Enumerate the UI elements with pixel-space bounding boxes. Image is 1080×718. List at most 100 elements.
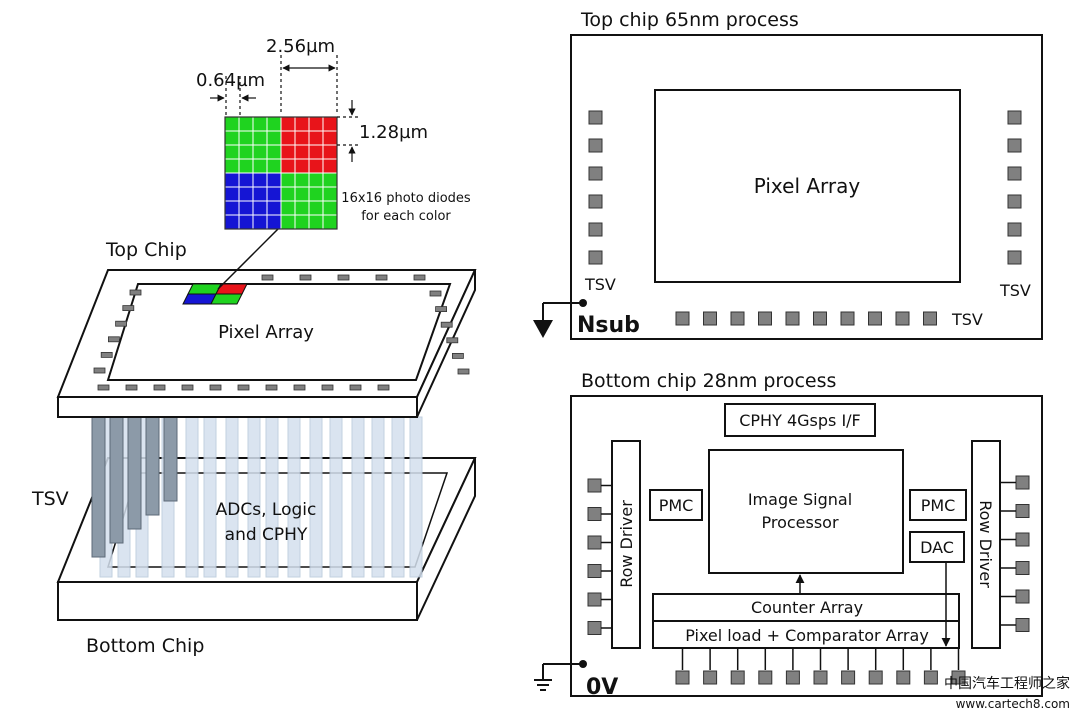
photodiode-green-br [280, 186, 296, 202]
cphy-label: CPHY 4Gsps I/F [739, 411, 861, 430]
io-pad [587, 507, 602, 521]
photodiode-green-tl [252, 130, 268, 146]
slab-pad [115, 320, 127, 327]
io-pad [1015, 589, 1030, 604]
isp-block [708, 449, 904, 574]
tsv-pad [1007, 110, 1022, 125]
top-chip-pads [93, 274, 470, 391]
dimension-2.56um: 2.56µm [266, 36, 335, 57]
tsv-pad [1007, 166, 1022, 181]
photodiode-red [308, 130, 324, 146]
slab-pad [299, 274, 312, 281]
counter-array-label: Counter Array [751, 598, 863, 617]
photodiode-red [322, 144, 338, 160]
dimension-lines [210, 55, 360, 162]
slab-pad [413, 274, 426, 281]
pixel-color-quad [182, 283, 248, 305]
photodiode-red [280, 158, 296, 174]
slab-pad [181, 384, 194, 391]
photodiode-blue [252, 200, 268, 216]
photodiode-note-line1: 16x16 photo diodes [341, 191, 471, 206]
slab-pad [100, 351, 113, 358]
tsv-pad [868, 311, 882, 326]
tsv-pillar [409, 416, 423, 578]
slab-pad [93, 367, 106, 374]
tsv-pad [1007, 222, 1022, 237]
top-tsv-bottom-label: TSV [951, 310, 983, 329]
tsv-pad [588, 138, 603, 153]
slab-pad [237, 384, 250, 391]
io-pad [675, 670, 690, 685]
io-pad [587, 592, 602, 607]
bottom-chip-function-line2: and CPHY [225, 525, 308, 545]
nsub-ground-symbol [533, 299, 587, 338]
zoom-connector-line [217, 225, 282, 290]
tsv-pad [588, 110, 603, 125]
photodiode-red [308, 116, 324, 132]
photodiode-grid-border [224, 116, 338, 230]
io-pad [1015, 618, 1030, 632]
slab-pad [261, 274, 274, 281]
bottom-chip-label: Bottom Chip [86, 635, 204, 657]
photodiode-green-br [308, 214, 324, 230]
row-driver-left-block [611, 440, 641, 649]
tsv-pillar [391, 416, 405, 578]
io-pad [785, 670, 800, 685]
tsv-pillar [225, 416, 239, 578]
stack-3d-view: ADCs, Logic and CPHY Pixel Array Top Chi… [31, 225, 477, 657]
io-pad [813, 670, 828, 685]
photodiode-green-br [294, 200, 310, 216]
top-chip-label: Top Chip [105, 239, 187, 261]
photodiode-green-br [308, 186, 324, 202]
photodiode-green-br [294, 172, 310, 188]
tsv-pad [1007, 138, 1022, 153]
slab-pad [375, 274, 388, 281]
slab-pad [122, 305, 135, 312]
tsv-pad [923, 311, 937, 326]
slab-pad [125, 384, 138, 391]
quad-blue [182, 293, 217, 305]
top-chip-title: Top chip 65nm process [580, 9, 799, 31]
tsv-pillar [247, 416, 261, 578]
slab-pad [321, 384, 334, 391]
row-driver-left-label: Row Driver [617, 500, 636, 588]
isp-label-line1: Image Signal [748, 490, 852, 509]
photodiode-green-br [280, 172, 296, 188]
photodiode-green-tl [238, 130, 254, 146]
io-pad [758, 670, 773, 685]
photodiode-blue [224, 200, 240, 216]
photodiode-grid [224, 116, 338, 230]
top-chip-slab [56, 269, 477, 418]
slab-pad [337, 274, 350, 281]
isp-label-line2: Processor [761, 513, 838, 532]
photodiode-green-br [308, 200, 324, 216]
0v-label: 0V [586, 675, 618, 700]
tsv-pad [730, 311, 745, 326]
photodiode-green-tl [252, 144, 268, 160]
tsv-pillar-dark [109, 416, 124, 544]
tsv-pillar [309, 416, 323, 578]
top-chip-panel: Top chip 65nm process Pixel Array TSV TS… [533, 9, 1043, 340]
slab-pad [265, 384, 278, 391]
pmc-right-block [909, 489, 967, 521]
photodiode-green-br [294, 214, 310, 230]
io-pad [703, 670, 718, 685]
quad-green-br [210, 293, 243, 305]
slab-pad [153, 384, 166, 391]
photodiode-blue [252, 214, 268, 230]
tsv-pad [813, 311, 827, 326]
photodiode-green-br [322, 172, 338, 188]
tsv-pad [588, 250, 603, 265]
tsv-pad [588, 194, 603, 209]
tsv-pillar [185, 416, 199, 578]
io-pad [730, 670, 745, 685]
tsv-pad [703, 311, 717, 326]
slab-pad [209, 384, 222, 391]
io-pad [1015, 475, 1030, 490]
photodiode-green-tl [224, 130, 240, 146]
watermark-line2: www.cartech8.com [956, 697, 1070, 711]
photodiode-red [294, 158, 310, 174]
top-chip-tsv-pads [588, 110, 1022, 326]
tsv-pillar [265, 416, 279, 578]
photodiode-red [280, 144, 296, 160]
